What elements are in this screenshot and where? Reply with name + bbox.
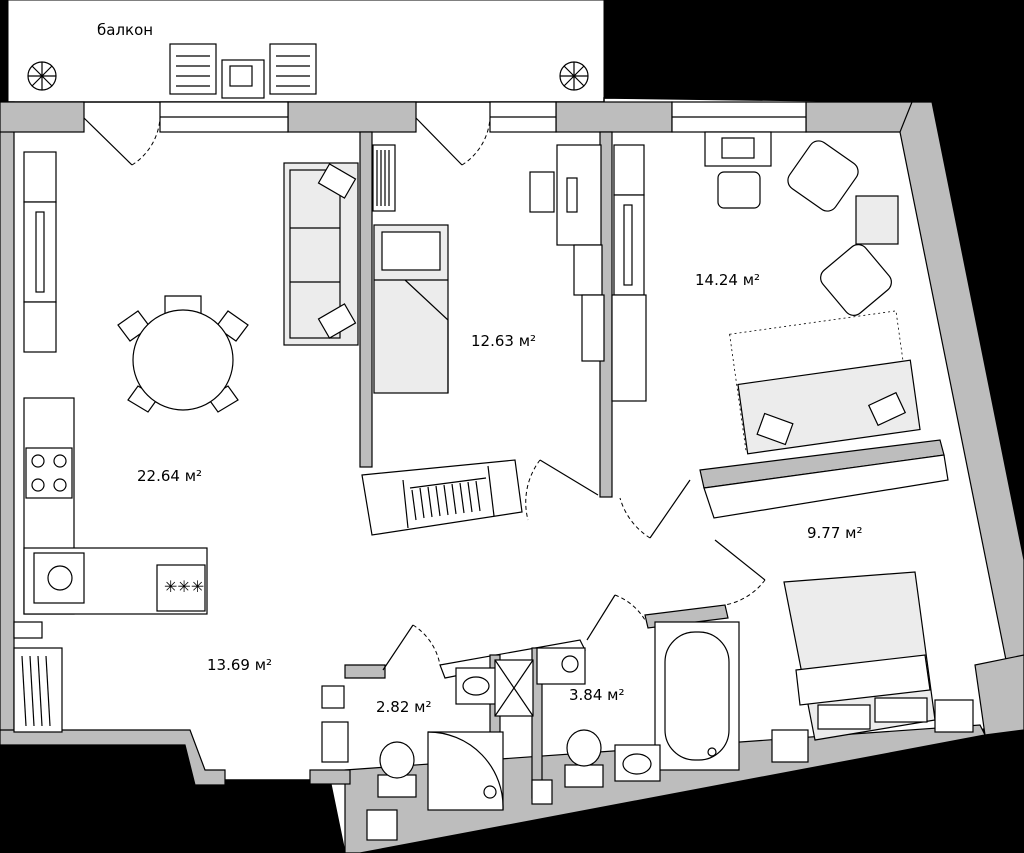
cooktop bbox=[25, 447, 73, 499]
washing-machine bbox=[536, 647, 586, 685]
exterior-wall-corner bbox=[974, 654, 1024, 736]
shower bbox=[427, 731, 504, 811]
exterior-wall-right bbox=[899, 101, 1024, 681]
wardrobe-hangers bbox=[411, 480, 481, 521]
dining-table bbox=[117, 295, 249, 413]
room-area-hallway: 13.69 м² bbox=[207, 656, 273, 674]
appliance-panel bbox=[156, 564, 206, 612]
meter-box bbox=[13, 621, 43, 639]
washbasin-wc bbox=[455, 667, 497, 705]
exterior-wall-bottom bbox=[344, 724, 986, 853]
exterior-wall-left bbox=[0, 101, 15, 743]
kitchen-cabinet-top bbox=[23, 151, 57, 203]
partition-wet-left bbox=[344, 664, 386, 679]
balcony-chair-left bbox=[169, 43, 217, 95]
exterior-wall-top-a bbox=[0, 101, 85, 133]
desk-bedroom2 bbox=[704, 131, 772, 167]
shelf-bedroom2 bbox=[611, 294, 647, 402]
living-sofa bbox=[283, 162, 359, 346]
chair-bedroom1 bbox=[529, 171, 555, 213]
exterior-wall-bottom-mid bbox=[309, 769, 351, 785]
exterior-wall-top-b bbox=[287, 101, 417, 133]
room-area-bathroom: 3.84 м² bbox=[569, 686, 625, 704]
exterior-wall-bottom-left bbox=[0, 729, 226, 786]
svg-text:✳✳✳: ✳✳✳ bbox=[164, 577, 204, 596]
room-area-living-kitchen: 22.64 м² bbox=[137, 467, 203, 485]
shelf-bedroom1 bbox=[581, 294, 605, 362]
balcony-chair-right bbox=[269, 43, 317, 95]
room-area-wc: 2.82 м² bbox=[376, 698, 432, 716]
balcony-label: балкон bbox=[97, 21, 154, 39]
armchair-bottom bbox=[820, 244, 892, 316]
exterior-wall-top-d bbox=[805, 101, 915, 133]
shoe-rack bbox=[321, 721, 349, 763]
bathtub bbox=[654, 621, 740, 771]
room-area-bedroom-2: 14.24 м² bbox=[695, 271, 761, 289]
electrical-panel bbox=[321, 685, 345, 709]
armchair-top bbox=[787, 140, 859, 212]
tv-unit-bedroom2 bbox=[613, 194, 645, 296]
desk-bedroom1 bbox=[556, 144, 602, 246]
room-area-bedroom-3: 9.77 м² bbox=[807, 524, 863, 542]
kitchen-tv-unit bbox=[23, 201, 57, 303]
partition-living-bedroom1 bbox=[359, 131, 373, 468]
radiator-bedroom1 bbox=[372, 144, 396, 212]
toilet-bath bbox=[564, 729, 604, 788]
balcony-plant-left bbox=[27, 61, 57, 91]
bed-bedroom3 bbox=[783, 571, 936, 741]
sofa-bedroom2 bbox=[729, 310, 921, 455]
kitchen-sink bbox=[33, 552, 85, 604]
toilet-wc bbox=[377, 741, 417, 798]
exterior-wall-top-c bbox=[555, 101, 673, 133]
balcony-table bbox=[221, 59, 265, 99]
balcony-plant-right bbox=[559, 61, 589, 91]
room-area-bedroom-1: 12.63 м² bbox=[471, 332, 537, 350]
washbasin-bath bbox=[614, 744, 661, 782]
bed-bedroom1 bbox=[373, 224, 449, 394]
chair-bedroom2 bbox=[717, 171, 761, 209]
